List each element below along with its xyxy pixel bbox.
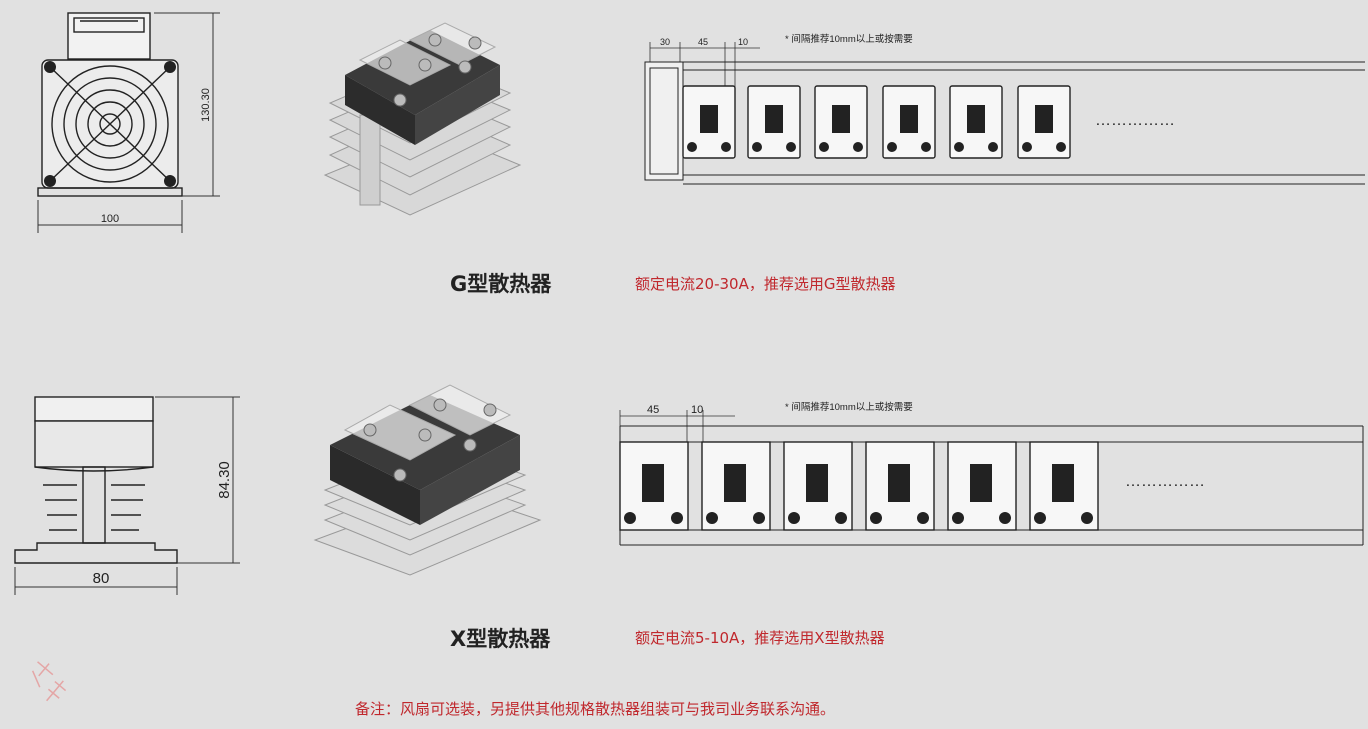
g-rail-ellipsis: …………… [1095,112,1175,129]
g-front-view-drawing: 100 130.30 [37,12,220,233]
g-section-title: G型散热器 [450,272,552,296]
g-rail-dim-30: 30 [660,37,670,47]
x-front-view-drawing: 80 84.30 [14,396,240,595]
x-section-title: X型散热器 [450,627,551,651]
x-spacing-note: * 间隔推荐10mm以上或按需要 [785,401,913,413]
g-section-description: 额定电流20-30A，推荐选用G型散热器 [635,275,896,293]
g-rail-dim-45: 45 [698,37,708,47]
x-dim-height: 84.30 [216,461,233,499]
g-rail-dim-10: 10 [738,37,748,47]
x-heatsink-3d-image [313,384,542,576]
x-rail-dim-10: 10 [691,404,703,416]
g-heatsink-3d-image [323,22,522,216]
g-din-rail-layout: 30 45 10 * 间隔推荐10mm以上或按需要 …………… [644,33,1365,185]
x-rail-dim-45: 45 [647,404,659,416]
g-spacing-note: * 间隔推荐10mm以上或按需要 [785,33,913,45]
x-din-rail-layout: 45 10 * 间隔推荐10mm以上或按需要 …………… [619,401,1364,546]
x-rail-ellipsis: …………… [1125,473,1205,490]
g-dim-width: 100 [101,213,119,225]
x-dim-width: 80 [93,570,110,587]
g-dim-height: 130.30 [200,88,212,122]
x-section-description: 额定电流5-10A，推荐选用X型散热器 [635,629,885,647]
watermark [31,661,67,702]
footer-note: 备注：风扇可选装，另提供其他规格散热器组装可与我司业务联系沟通。 [355,700,836,718]
